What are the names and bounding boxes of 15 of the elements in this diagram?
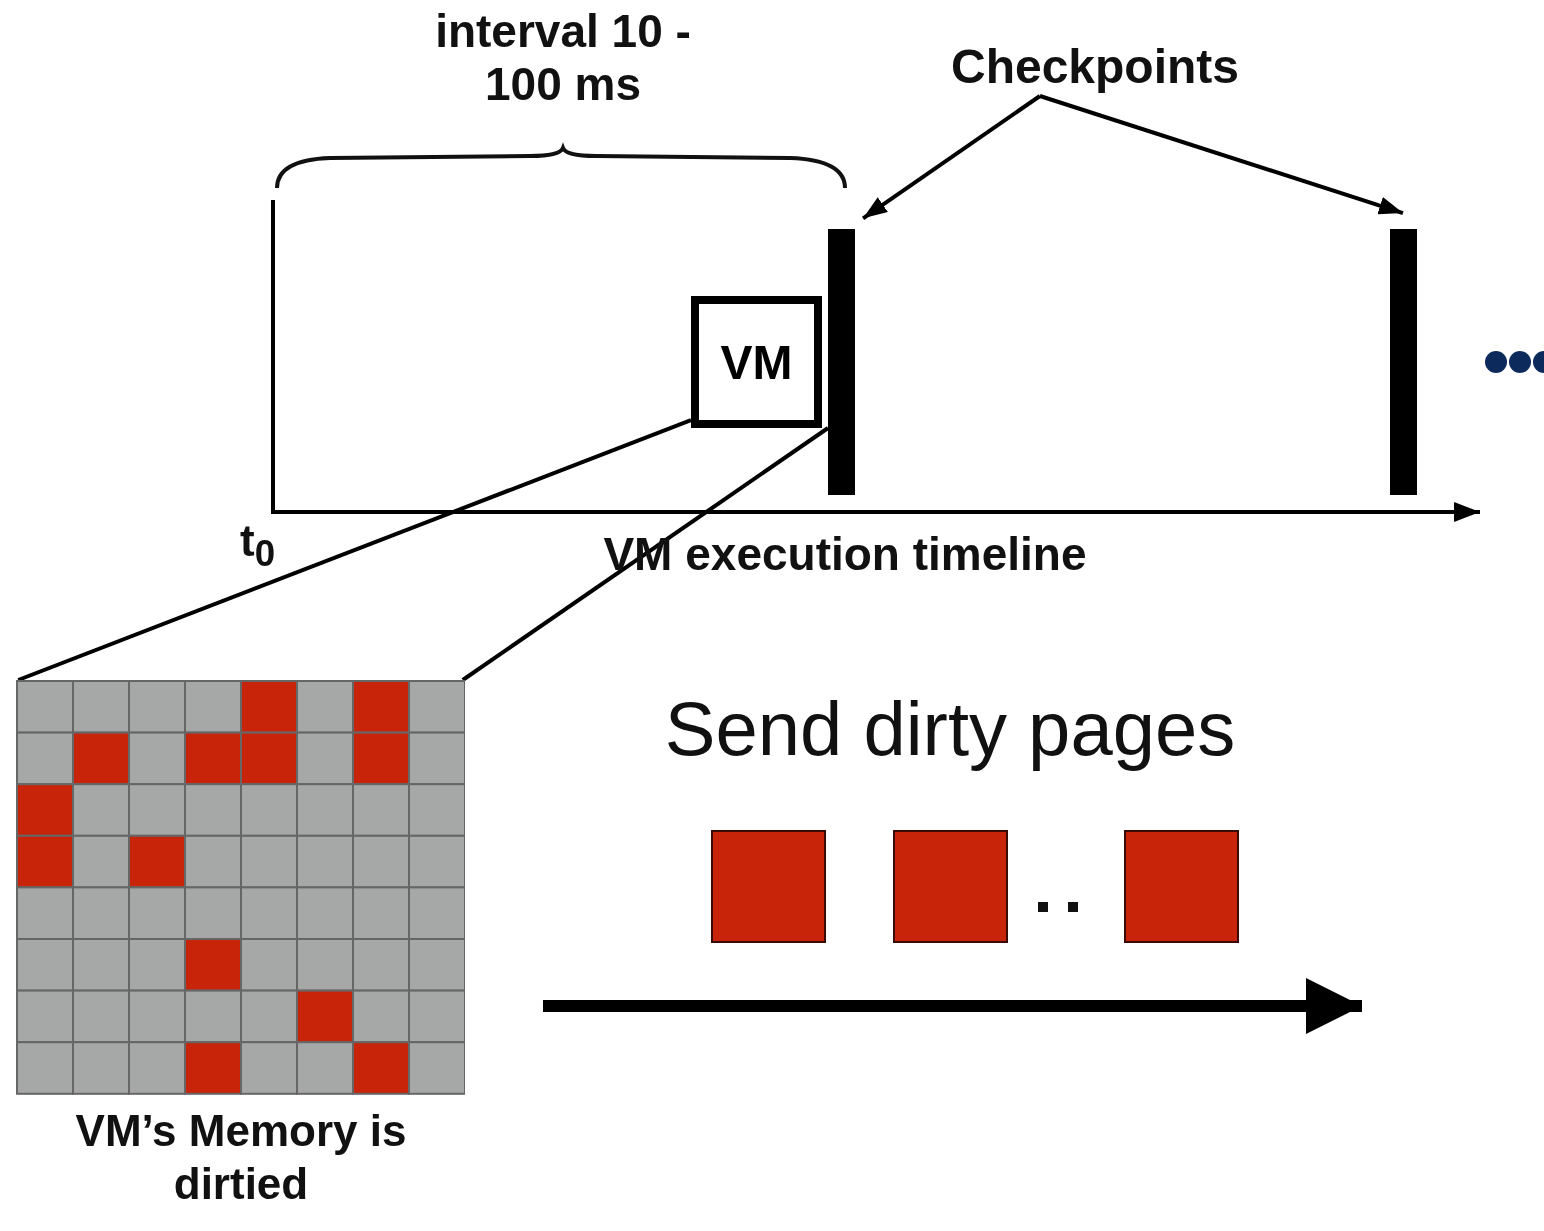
checkpoint-bar (828, 229, 855, 495)
heading: Send dirty pages (663, 685, 1237, 773)
zoom-line (17, 418, 692, 682)
dirty-page (711, 830, 826, 943)
zoom-line (461, 426, 830, 682)
interval-label: interval 10 - 100 ms (434, 5, 692, 111)
callout-label: Checkpoints (949, 39, 1240, 95)
memory-label: VM’s Memory is dirtied (74, 1105, 408, 1210)
time-label: t$_{0}$ (240, 516, 277, 575)
checkpoint-bar (1390, 229, 1417, 495)
dirty-page (1124, 830, 1239, 943)
vm-box: VM (691, 296, 822, 428)
leader-arrow (861, 94, 1042, 220)
leader-arrow (1039, 94, 1404, 215)
dirty-page (893, 830, 1008, 943)
